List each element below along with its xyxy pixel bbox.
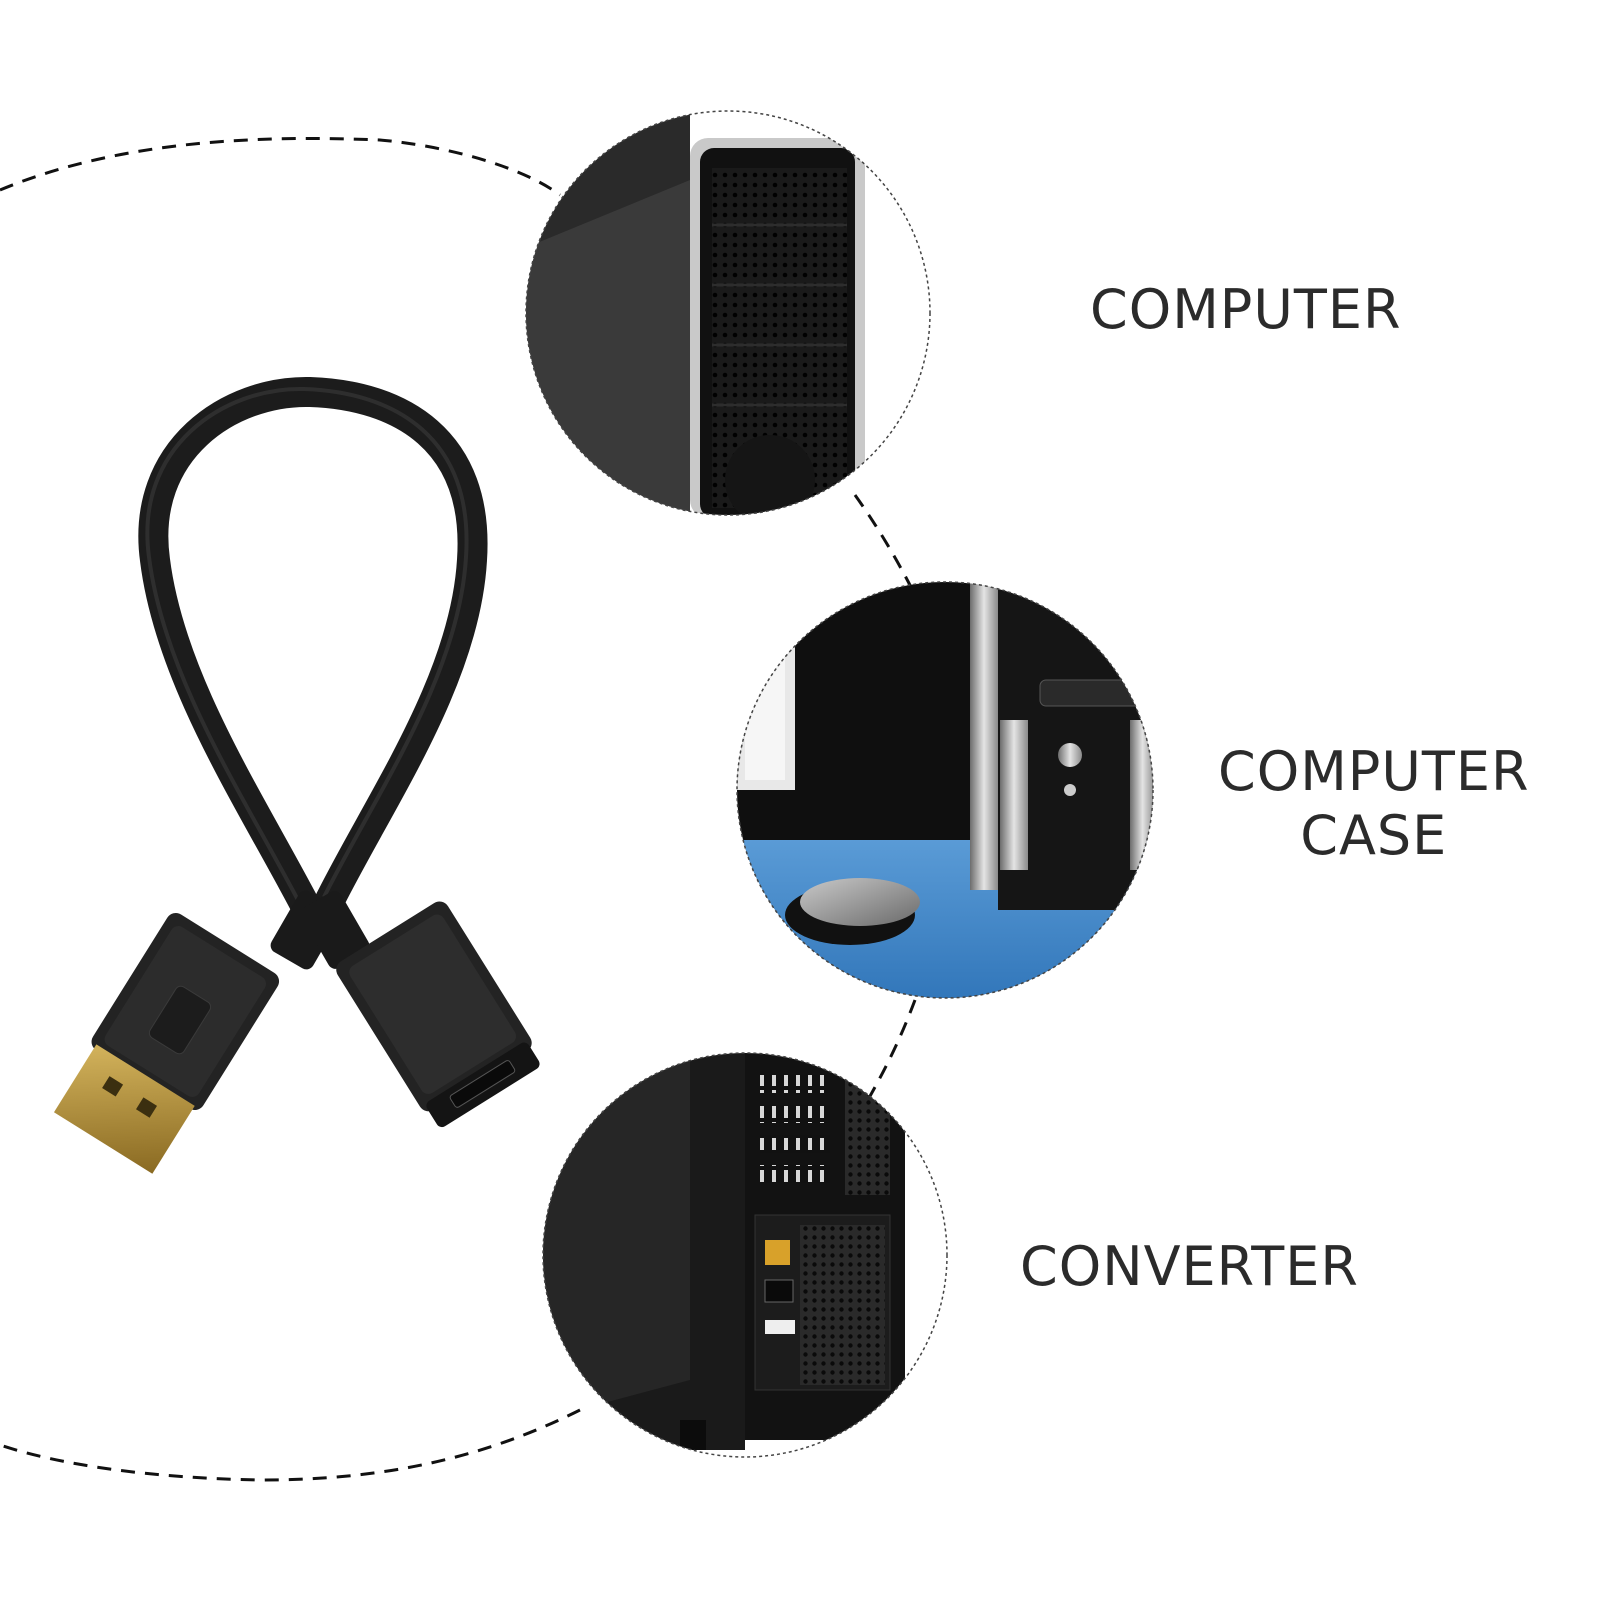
computer-tower-front-icon — [525, 110, 931, 516]
label-computer-case: COMPUTER CASE — [1218, 740, 1530, 868]
label-computer-case-line2: CASE — [1300, 804, 1448, 867]
label-converter: CONVERTER — [1020, 1235, 1359, 1299]
label-converter-text: CONVERTER — [1020, 1235, 1359, 1298]
label-computer-text: COMPUTER — [1090, 278, 1402, 341]
computer-rear-ports-icon — [542, 1052, 948, 1458]
label-computer: COMPUTER — [1090, 278, 1402, 342]
displayport-cable-icon — [53, 376, 540, 1174]
computer-case-with-mouse-icon — [736, 581, 1154, 999]
label-computer-case-line1: COMPUTER — [1218, 740, 1530, 803]
